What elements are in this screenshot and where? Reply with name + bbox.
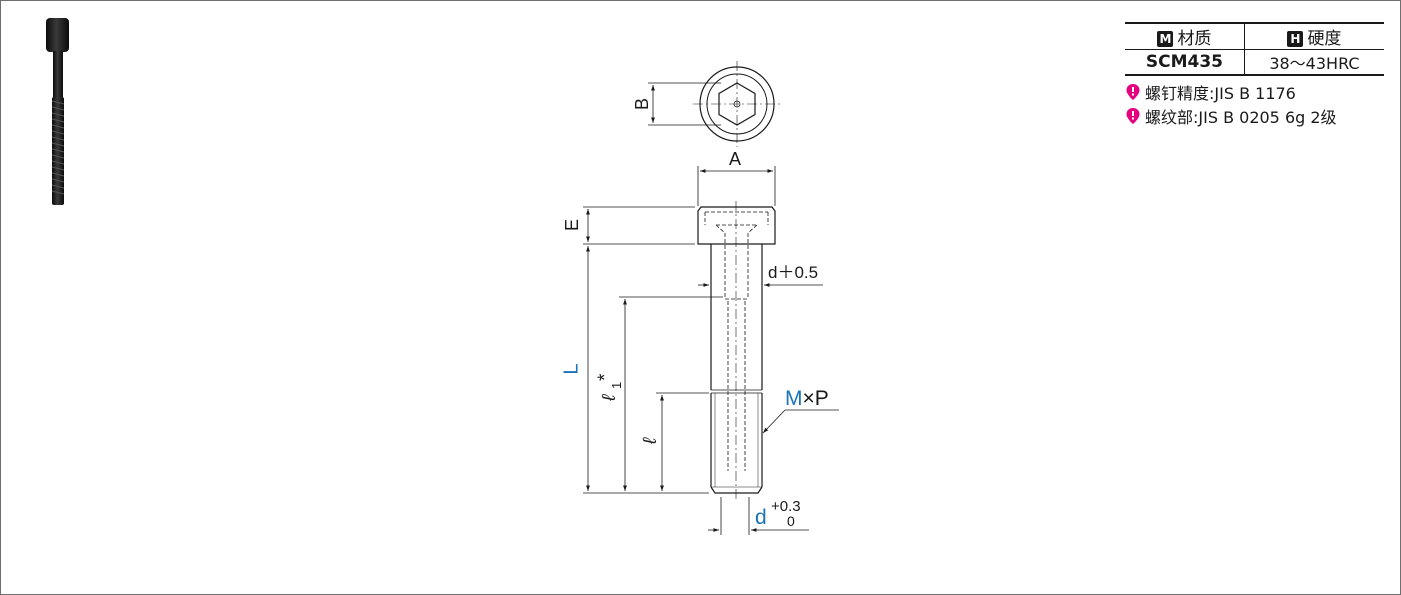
tolerance-lower: 0 (787, 513, 795, 529)
head-top-view (648, 61, 781, 147)
pin-marker-icon (1126, 108, 1140, 124)
dim-E-label: E (562, 219, 582, 231)
material-value: SCM435 (1125, 49, 1245, 76)
material-badge-icon: M (1157, 31, 1174, 47)
dim-d-label: d (755, 506, 767, 529)
dim-l (656, 392, 709, 491)
dim-A (697, 166, 776, 206)
thread-label: M×P (785, 387, 829, 410)
dim-L (583, 246, 709, 494)
svg-text:*: * (595, 373, 616, 381)
dim-d-thread (708, 497, 809, 535)
bolt-side-view (697, 201, 776, 501)
dim-E (583, 206, 695, 245)
product-photo-icon (46, 18, 69, 205)
pin-marker-icon (1126, 84, 1140, 100)
note-item: 螺纹部:JIS B 0205 6g 2级 (1125, 107, 1384, 128)
dim-d-tol-label: d＋0.5 (768, 263, 818, 282)
tolerance-upper: +0.3 (771, 498, 801, 515)
dim-l-label: ℓ (640, 437, 661, 445)
dim-l1 (619, 296, 723, 491)
svg-text:ℓ: ℓ (599, 394, 620, 402)
hardness-value: 38～43HRC (1243, 49, 1384, 76)
thread-leader (762, 409, 839, 434)
dim-B-label: B (632, 98, 652, 110)
dim-L-label: L (560, 363, 582, 374)
dim-l1-label: ℓ 1 * (595, 373, 624, 402)
dim-A-label: A (729, 149, 741, 169)
hardness-badge-icon: H (1287, 31, 1304, 47)
svg-text:1: 1 (609, 382, 624, 389)
note-item: 螺钉精度:JIS B 1176 (1125, 83, 1384, 104)
